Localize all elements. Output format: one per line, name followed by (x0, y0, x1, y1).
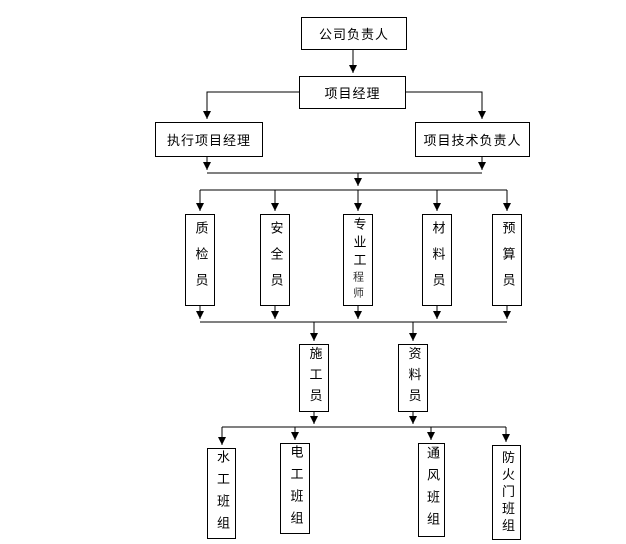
edge-staff-to-mid-bus (196, 306, 511, 323)
node-ventilation-crew-label: 通风班组 (424, 446, 439, 534)
node-executive-pm: 执行项目经理 (155, 122, 263, 157)
node-electrician-crew: 电工班组 (280, 443, 310, 534)
node-tech-lead-label: 项目技术负责人 (423, 134, 522, 149)
node-quality-label: 质检员 (192, 221, 208, 299)
node-budget: 预算员 (492, 214, 522, 306)
node-company: 公司负责人 (301, 17, 407, 50)
node-tech-lead: 项目技术负责人 (415, 122, 530, 157)
node-fire-door-crew-label: 防火门班组 (499, 450, 514, 535)
edge-branches-to-staff-bus (200, 157, 507, 191)
node-material: 材料员 (422, 214, 452, 306)
node-electrician-crew-label: 电工班组 (287, 444, 303, 533)
node-safety: 安全员 (260, 214, 290, 306)
edge-pm-to-branches (203, 91, 486, 119)
node-project-manager-label: 项目经理 (324, 87, 381, 102)
node-fire-door-crew: 防火门班组 (492, 445, 521, 540)
node-documentation: 资料员 (398, 344, 428, 412)
node-safety-label: 安全员 (267, 221, 283, 299)
node-material-label: 材料员 (429, 221, 445, 299)
node-documentation-label: 资料员 (405, 346, 421, 410)
node-company-label: 公司负责人 (318, 28, 389, 43)
edge-bus-to-staff (196, 190, 511, 211)
edge-officers-to-crew-bus (222, 412, 506, 428)
node-water-crew: 水工班组 (207, 448, 236, 539)
node-budget-label: 预算员 (499, 221, 515, 299)
node-ventilation-crew: 通风班组 (418, 443, 445, 537)
node-quality: 质检员 (185, 214, 215, 306)
edge-bus-to-crews (218, 427, 510, 445)
node-executive-pm-label: 执行项目经理 (166, 134, 251, 149)
node-engineer-label: 专业工程师 (350, 217, 366, 303)
node-water-crew-label: 水工班组 (214, 449, 229, 538)
node-engineer: 专业工程师 (343, 214, 373, 306)
node-project-manager: 项目经理 (299, 76, 406, 109)
node-construction: 施工员 (299, 344, 329, 412)
node-construction-label: 施工员 (306, 346, 322, 410)
edge-mid-bus-to-officers (310, 322, 417, 341)
